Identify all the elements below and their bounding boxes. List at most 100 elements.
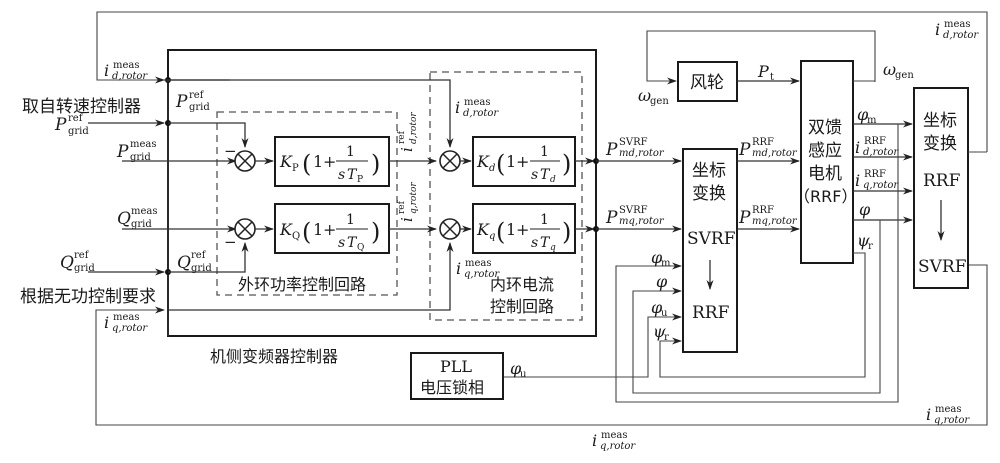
svg-text:K: K (279, 220, 293, 239)
dfig-label-1: 双馈 (808, 118, 842, 138)
wire-omega-gen (646, 30, 876, 85)
ct2-label-2: 变换 (923, 134, 957, 154)
svg-text:d,rotor: d,rotor (463, 108, 499, 119)
svg-text:s: s (338, 167, 345, 183)
svg-text:t: t (770, 72, 774, 83)
svg-text:φ: φ (651, 298, 663, 317)
svg-text:meas: meas (113, 60, 140, 71)
label-omega-gen-right: ω gen (883, 60, 914, 81)
svg-text:meas: meas (130, 139, 157, 150)
label-q-ref-inner: Q ref grid (177, 250, 212, 274)
svg-text:φ: φ (651, 248, 663, 267)
svg-text:u: u (520, 369, 527, 380)
svg-text:i: i (855, 171, 860, 190)
label-phi-m-left: φ m (651, 248, 671, 269)
svg-text:ref: ref (74, 250, 90, 261)
svg-text:K: K (476, 220, 490, 239)
svg-text:ω: ω (883, 60, 896, 79)
pll-label-2: 电压锁相 (420, 378, 484, 397)
svg-text:grid: grid (130, 152, 151, 163)
svg-text:q,rotor: q,rotor (600, 441, 636, 452)
label-phi-u-pll: φ u (510, 359, 527, 380)
ct2-label-1: 坐标 (923, 111, 957, 131)
svg-text:grid: grid (68, 126, 89, 137)
svg-text:i: i (455, 98, 460, 117)
svg-text:grid: grid (191, 263, 212, 274)
formula-d: K d ( 1 + 1 s T d ) (476, 144, 571, 185)
formula-q: K Q ( 1 + 1 s T Q ) (279, 212, 380, 253)
label-p-ref-inner: P ref grid (175, 90, 210, 113)
svg-text:i: i (398, 217, 416, 222)
reactive-requirement-label: 根据无功控制要求 (20, 287, 156, 307)
svg-text:P: P (357, 175, 363, 185)
svg-text:1: 1 (346, 212, 355, 228)
coord-transform-rrf-svrf (913, 87, 969, 289)
svg-text:d: d (550, 175, 556, 185)
svg-text:SVRF: SVRF (619, 205, 648, 216)
svg-text:): ) (562, 218, 571, 246)
svg-text:Q: Q (292, 231, 300, 242)
label-pmd-svrf: P SVRF md,rotor (605, 137, 665, 160)
svg-text:(: ( (496, 150, 505, 178)
sum-junction-id (439, 150, 461, 172)
dfig-label-2: 感应 (808, 141, 842, 161)
svg-text:φ: φ (510, 359, 522, 378)
svg-text:mq,rotor: mq,rotor (619, 216, 665, 227)
label-id-meas-left: i meas d,rotor (104, 60, 148, 82)
label-q-ref-input: Q ref grid (60, 250, 95, 274)
label-omega-gen-left: ω gen (638, 86, 669, 107)
svg-text:meas: meas (131, 206, 158, 217)
label-psi-r-left: ψ r (653, 322, 669, 343)
svg-text:Q: Q (60, 253, 74, 273)
svg-text:P: P (738, 140, 751, 160)
svg-text:1: 1 (540, 144, 549, 160)
svg-text:+: + (323, 220, 336, 239)
converter-controller-label: 机侧变频器控制器 (210, 347, 338, 366)
svg-text:P: P (292, 163, 299, 174)
label-iq-meas-bottom: i meas q,rotor (592, 430, 636, 452)
label-phi-u-left: φ u (651, 298, 668, 319)
converter-controller-box (167, 49, 597, 337)
svg-text:T: T (540, 235, 551, 251)
svg-text:T: T (540, 167, 551, 183)
svg-text:T: T (347, 167, 358, 183)
svg-text:d,rotor: d,rotor (943, 30, 979, 41)
label-iq-meas-left: i meas q,rotor (104, 312, 148, 334)
ct2-to: SVRF (918, 257, 967, 277)
svg-text:mq,rotor: mq,rotor (752, 216, 798, 227)
ct1-label-1: 坐标 (692, 161, 726, 181)
pi-controller-p (274, 136, 390, 187)
svg-text:RRF: RRF (864, 169, 886, 180)
svg-text:1: 1 (346, 144, 355, 160)
svg-text:m: m (867, 115, 877, 126)
label-iq-ref: i ref q,rotor (397, 182, 419, 222)
label-iq-rrf: i RRF q,rotor (855, 169, 899, 191)
svg-text:): ) (562, 150, 571, 178)
sum-junction-q (234, 218, 256, 240)
label-psi-r-right: ψ r (857, 231, 873, 252)
svg-text:ref: ref (397, 130, 407, 144)
svg-text:d: d (489, 163, 495, 174)
label-p-meas: P meas grid (116, 139, 157, 163)
label-id-rrf: i RRF d,rotor (855, 136, 899, 158)
svg-text:(: ( (302, 150, 311, 178)
label-id-ref: i ref d,rotor (397, 112, 419, 152)
outer-loop-label: 外环功率控制回路 (238, 275, 366, 294)
svg-text:s: s (338, 235, 345, 251)
svg-text:meas: meas (935, 404, 962, 415)
label-phi-left: φ (656, 272, 668, 291)
label-q-meas: Q meas grid (117, 206, 158, 230)
svg-text:): ) (371, 218, 380, 246)
label-iq-meas-inner: i meas q,rotor (456, 258, 500, 280)
svg-text:meas: meas (944, 19, 971, 30)
speed-controller-label: 取自转速控制器 (22, 97, 141, 117)
svg-text:P: P (605, 208, 618, 228)
svg-text:i: i (855, 138, 860, 157)
label-phi-right: φ (859, 200, 871, 219)
outer-power-loop-region (216, 111, 398, 296)
svg-text:1: 1 (313, 220, 323, 239)
svg-text:ψ: ψ (857, 231, 870, 250)
svg-text:Q: Q (117, 209, 131, 229)
svg-text:s: s (531, 167, 538, 183)
wind-turbine-label: 风轮 (690, 73, 724, 93)
